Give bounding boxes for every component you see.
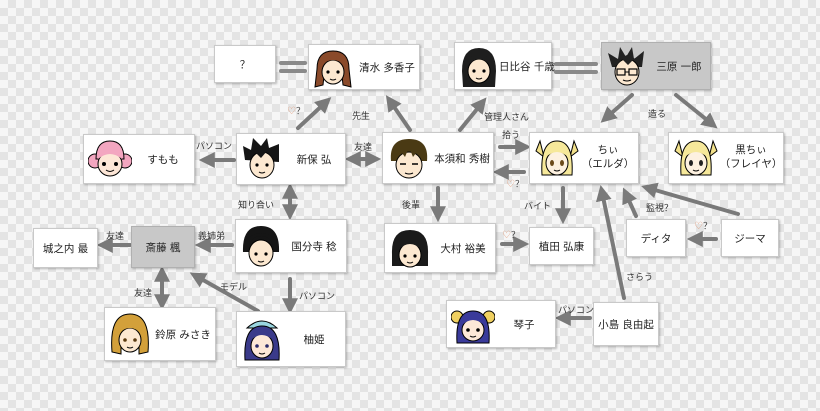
label-kohai: 後輩 bbox=[402, 201, 421, 211]
node-name: 鈴原 みさき bbox=[155, 328, 211, 341]
node-name: 小島 良由起 bbox=[598, 318, 654, 331]
label-kanshi: 監視？ bbox=[646, 204, 674, 214]
node-name: 植田 弘康 bbox=[538, 240, 585, 253]
node-name: ディタ bbox=[640, 232, 672, 245]
node-zima[interactable]: ジーマ bbox=[721, 219, 779, 257]
heart-shinbo-shimizu: ♡？ bbox=[287, 106, 305, 117]
node-name: 斎藤 楓 bbox=[145, 241, 181, 254]
label-gikyodai: 義姉弟 bbox=[198, 232, 226, 242]
arrow-yuzuki-kaede bbox=[189, 272, 260, 313]
node-dita[interactable]: ディタ bbox=[626, 219, 686, 257]
node-ueda-hiroyasu[interactable]: 植田 弘康 bbox=[529, 227, 594, 265]
node-sumomo[interactable]: すもも bbox=[83, 134, 195, 184]
arrow-dita-chii bbox=[622, 187, 638, 218]
arrow-kojima-chii bbox=[595, 184, 626, 300]
arrow-motosuwa-shimizu bbox=[385, 95, 412, 132]
avatar-shinbo bbox=[243, 138, 279, 179]
label-pasocon-sumomo: パソコン bbox=[196, 142, 233, 152]
node-kotoko[interactable]: 琴子 bbox=[446, 300, 556, 348]
label-sarau: さらう bbox=[626, 273, 654, 283]
node-name: 本須和 秀樹 bbox=[434, 152, 490, 165]
label-pasocon-yuzuki: パソコン bbox=[299, 292, 336, 302]
node-kojima[interactable]: 小島 良由起 bbox=[593, 302, 659, 346]
node-name: 国分寺 稔 bbox=[291, 240, 337, 253]
label-hirou: 拾う bbox=[502, 131, 521, 141]
node-name: 新保 弘 bbox=[296, 153, 332, 166]
heart-zima-dita: ♡？ bbox=[694, 221, 712, 232]
node-shimizu[interactable]: 清水 多香子 bbox=[308, 44, 420, 90]
label-pasocon-kotoko: パソコン bbox=[558, 306, 595, 316]
label-shiriai: 知り合い bbox=[238, 201, 275, 211]
node-kurochii[interactable]: 黒ちぃ （フレイヤ） bbox=[668, 132, 784, 184]
avatar-hibiya bbox=[462, 48, 496, 87]
avatar-yuzuki bbox=[244, 320, 280, 361]
node-kokubunji[interactable]: 国分寺 稔 bbox=[235, 219, 347, 273]
label-tsukuru: 造る bbox=[648, 110, 667, 120]
arrow-motosuwa-hibiya bbox=[458, 97, 487, 132]
label-model: モデル bbox=[220, 283, 248, 293]
node-omura[interactable]: 大村 裕美 bbox=[384, 223, 496, 273]
avatar-sumomo bbox=[88, 140, 132, 177]
label-kanrinin: 管理人さん bbox=[484, 113, 530, 123]
heart-chii-motosuwa: ♡？ bbox=[506, 179, 524, 190]
avatar-kokubunji bbox=[242, 226, 280, 267]
node-name: 城之内 最 bbox=[42, 242, 89, 255]
node-shinbo[interactable]: 新保 弘 bbox=[236, 133, 346, 185]
node-motosuwa[interactable]: 本須和 秀樹 bbox=[382, 132, 494, 184]
arrow-shinbo-shimizu bbox=[296, 97, 332, 130]
node-mihara-ichiro[interactable]: 三原 一郎 bbox=[601, 42, 711, 90]
avatar-motosuwa bbox=[390, 139, 428, 179]
node-name: ジーマ bbox=[734, 232, 766, 245]
node-name: ？ bbox=[239, 58, 251, 71]
arrow-mihara-chii bbox=[600, 93, 634, 123]
node-name: 柚姫 bbox=[303, 333, 325, 346]
node-name: ちぃ （エルダ） bbox=[581, 144, 635, 170]
node-kaede[interactable]: 斎藤 楓 bbox=[131, 226, 195, 268]
node-name: 琴子 bbox=[513, 318, 535, 331]
avatar-mihara bbox=[608, 47, 644, 86]
avatar-kotoko bbox=[451, 310, 495, 344]
avatar-suzuhara bbox=[111, 313, 149, 355]
avatar-kurochii bbox=[674, 139, 718, 176]
node-name: 清水 多香子 bbox=[359, 61, 415, 74]
node-chii[interactable]: ちぃ （エルダ） bbox=[529, 132, 639, 184]
avatar-chii bbox=[535, 139, 579, 176]
label-tomodachi-jouganouchi: 友達 bbox=[106, 232, 125, 242]
label-sensei: 先生 bbox=[352, 112, 371, 122]
label-tomodachi-shinbo-motosuwa: 友達 bbox=[354, 143, 373, 153]
arrow-zima-chii bbox=[641, 182, 740, 216]
heart-omura-ueda: ♡？ bbox=[502, 230, 520, 241]
node-yuzuki[interactable]: 柚姫 bbox=[236, 311, 346, 367]
node-name: 黒ちぃ （フレイヤ） bbox=[719, 144, 783, 170]
node-name: 大村 裕美 bbox=[440, 242, 486, 255]
node-name: 三原 一郎 bbox=[656, 60, 702, 73]
avatar-shimizu bbox=[314, 50, 352, 88]
node-suzuhara[interactable]: 鈴原 みさき bbox=[104, 307, 216, 361]
arrow-mihara-kurochii bbox=[674, 93, 718, 129]
node-name: すもも bbox=[147, 153, 179, 166]
node-name: 日比谷 千歳 bbox=[499, 60, 555, 73]
avatar-omura bbox=[391, 230, 429, 268]
node-unknown[interactable]: ？ bbox=[214, 45, 276, 83]
node-hibiya[interactable]: 日比谷 千歳 bbox=[454, 42, 555, 90]
label-tomodachi-suzuhara: 友達 bbox=[134, 289, 153, 299]
label-baito: バイト bbox=[524, 202, 552, 212]
node-jouganouchi[interactable]: 城之内 最 bbox=[33, 228, 98, 268]
